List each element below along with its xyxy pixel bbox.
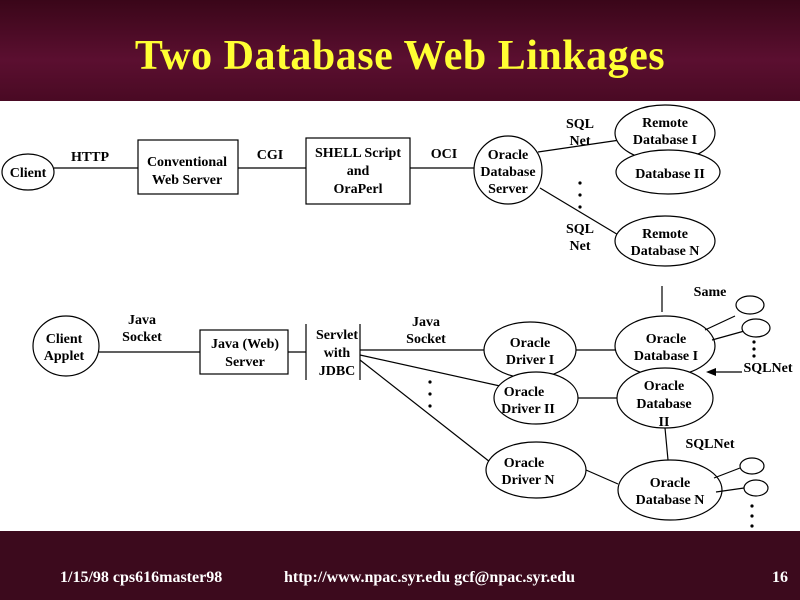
oracle-db-2-label: Oracle	[644, 379, 684, 394]
shell-script-label: and	[347, 164, 370, 179]
shell-script-label: OraPerl	[334, 182, 383, 197]
driver-2-label: Oracle	[504, 385, 544, 400]
web-server-label: Conventional	[147, 155, 227, 170]
same-label: Same	[694, 285, 727, 300]
servlet-label: with	[324, 346, 351, 361]
oracle-db-1-label: Database I	[634, 349, 698, 364]
oracle-db-1-label: Oracle	[646, 332, 686, 347]
driver-n-label: Driver N	[502, 473, 555, 488]
sqlnet-label: SQLNet	[744, 361, 793, 376]
slide-footer	[0, 531, 800, 600]
architecture-diagram: Client HTTP Conventional Web Server CGI …	[1, 104, 793, 528]
shell-script-label: SHELL Script	[315, 146, 401, 161]
oracle-db-n-node	[617, 459, 723, 521]
footer-urls: http://www.npac.syr.edu gcf@npac.syr.edu	[284, 569, 576, 586]
java-socket-label: Java	[128, 313, 156, 328]
remote-db-n-label: Remote	[642, 227, 688, 242]
oracle-db-2-label: II	[659, 415, 670, 430]
sql-net-label: SQL	[566, 117, 594, 132]
http-label: HTTP	[71, 150, 110, 165]
oracle-db-server-node	[473, 135, 543, 205]
sql-net-label: Net	[570, 239, 591, 254]
client-label: Client	[10, 166, 47, 181]
client-node	[1, 153, 55, 191]
sql-net-label: SQL	[566, 222, 594, 237]
servlet-label: Servlet	[316, 328, 358, 343]
satellite-db-icon	[735, 295, 765, 315]
satellite-db-icon	[743, 479, 769, 497]
java-socket-label: Socket	[122, 330, 162, 345]
java-socket-label: Socket	[406, 332, 446, 347]
client-applet-label: Applet	[44, 349, 85, 364]
footer-date-course: 1/15/98 cps616master98	[60, 569, 223, 586]
client-applet-node	[32, 315, 100, 377]
satellite-db-icon	[739, 457, 765, 475]
slide-header: Two Database Web Linkages	[0, 0, 800, 100]
oracle-db-server-label: Database	[480, 165, 535, 180]
oracle-db-server-label: Server	[488, 182, 528, 197]
servlet-label: JDBC	[319, 364, 356, 379]
satellite-db-icon	[741, 318, 771, 338]
sqlnet-label: SQLNet	[686, 437, 735, 452]
java-socket-label: Java	[412, 315, 440, 330]
java-web-server-label: Server	[225, 355, 265, 370]
shell-script-box	[305, 137, 411, 205]
oracle-db-server-label: Oracle	[488, 148, 528, 163]
remote-db-1-label: Database I	[633, 133, 697, 148]
diagram-panel: Client HTTP Conventional Web Server CGI …	[0, 101, 800, 531]
remote-db-n-label: Database N	[631, 244, 700, 259]
client-applet-label: Client	[46, 332, 83, 347]
java-web-server-label: Java (Web)	[211, 337, 279, 352]
driver-n-label: Oracle	[504, 456, 544, 471]
database-2-node	[615, 149, 721, 195]
oci-label: OCI	[431, 147, 457, 162]
oracle-db-n-label: Oracle	[650, 476, 690, 491]
driver-1-label: Driver I	[506, 353, 554, 368]
sql-net-label: Net	[570, 134, 591, 149]
slide-title: Two Database Web Linkages	[134, 33, 666, 79]
remote-db-n-node	[614, 215, 716, 267]
remote-db-1-label: Remote	[642, 116, 688, 131]
driver-2-label: Driver II	[501, 402, 555, 417]
cgi-label: CGI	[257, 148, 283, 163]
oracle-db-2-label: Database	[636, 397, 691, 412]
page-number: 16	[772, 569, 788, 586]
driver-1-label: Oracle	[510, 336, 550, 351]
web-server-label: Web Server	[152, 173, 222, 188]
web-server-box	[137, 139, 239, 195]
java-web-server-box	[199, 329, 289, 375]
oracle-db-n-label: Database N	[636, 493, 705, 508]
database-2-label: Database II	[635, 167, 705, 182]
